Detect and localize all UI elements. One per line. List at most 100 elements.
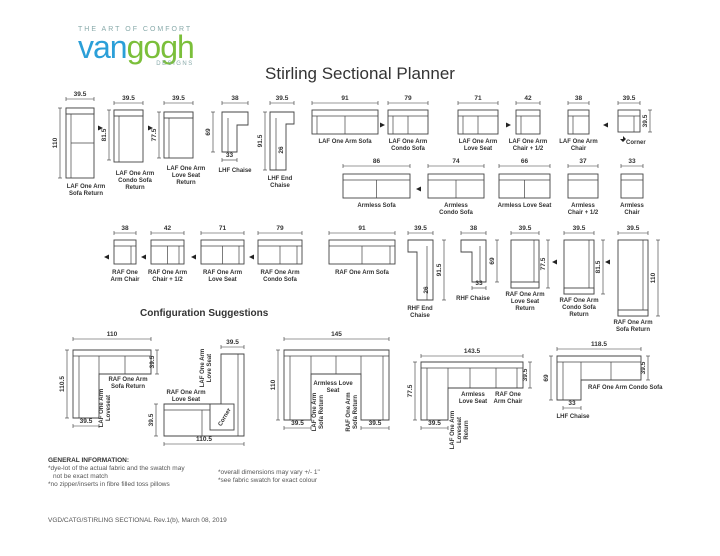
label-raf-one-arm-love-seat: Love Seat (208, 277, 236, 283)
label-config-4-laf: LAF One Arm (450, 411, 456, 449)
label-config-2-laf: LAF One Arm (200, 349, 206, 387)
config-4-outline (420, 361, 524, 421)
label-armless-chair: Armless (620, 203, 644, 209)
dimension-value: 91.5 (257, 134, 264, 147)
label-armless-chair-1-2: Chair + 1/2 (568, 210, 599, 216)
label-config-4-laf: Return (464, 420, 470, 440)
logo-word-van: van (78, 29, 128, 65)
label-config-3-armless-loveseat: Seat (327, 388, 340, 394)
dimension-value: 69 (489, 257, 496, 265)
label-raf-one-arm-chair: Arm Chair (110, 277, 140, 283)
sofa-outline (515, 109, 541, 135)
label-armless-condo-sofa: Armless (444, 203, 468, 209)
corner-outline (209, 403, 235, 431)
dimension-value: 39.5 (640, 361, 647, 374)
label-config-5-raf: RAF One Arm Condo Sofa (588, 385, 663, 391)
dimension-value: 33 (568, 400, 576, 407)
dimension-value: 118.5 (591, 341, 607, 348)
label-config-3-raf: Sofa Return (353, 395, 359, 429)
dimension-value: 69 (205, 128, 212, 136)
general-note-5: *see fabric swatch for exact colour (218, 477, 317, 484)
label-lhf-end-chaise: Chaise (270, 183, 290, 189)
label-laf-one-arm: LAF One Arm (389, 139, 427, 145)
dimension-value: 77.5 (407, 384, 414, 397)
label-rhf-end-chaise: Chaise (410, 313, 430, 319)
label-armless-condo-sofa: Condo Sofa (439, 210, 473, 216)
dimension-value: 39.5 (573, 225, 586, 232)
label-laf-one-arm: LAF One Arm (459, 139, 497, 145)
label-lhf-chaise: LHF Chaise (218, 168, 252, 174)
dimension-value: 38 (121, 225, 129, 232)
dimension-value: 39.5 (291, 420, 304, 427)
label-config-3-armless-loveseat: Armless Love (313, 381, 353, 387)
label-laf-one-arm: Chair (571, 146, 587, 152)
dimension-value: 39.5 (414, 225, 427, 232)
label-raf-one-arm-condo-sofa: RAF One Arm (260, 270, 299, 276)
dimension-value: 91.5 (436, 263, 443, 276)
sofa-return-outline (563, 239, 595, 295)
arrow-icon (148, 125, 153, 131)
page-title: Stirling Sectional Planner (265, 64, 455, 83)
label-laf-one-arm: Chair + 1/2 (513, 146, 544, 152)
label-raf-one-arm-sofa-return: RAF One Arm (613, 320, 652, 326)
chaise-outline (460, 239, 487, 283)
dimension-value: 39.5 (74, 91, 87, 98)
dimension-value: 69 (543, 374, 550, 382)
arrow-icon (605, 259, 610, 265)
label-rhf-chaise: RHF Chaise (456, 296, 490, 302)
dimension-value: 33 (226, 152, 234, 159)
config-title: Configuration Suggestions (140, 308, 269, 319)
label-laf-condo-return: LAF One Arm (116, 171, 154, 177)
dimension-value: 81.5 (595, 260, 602, 273)
label-config-4-raf: Arm Chair (493, 399, 523, 405)
label-config-2-laf: Love Seat (207, 354, 213, 382)
label-raf-one-arm-love-seat-return: RAF One Arm (505, 292, 544, 298)
dimension-value: 39.5 (122, 95, 135, 102)
logo-word-gogh: gogh (126, 29, 195, 65)
label-laf-one-arm-sofa-return: LAF One Arm (67, 184, 105, 190)
sofa-return-outline (617, 239, 649, 317)
general-notes-right: *overall dimensions may vary +/- 1" *see… (218, 469, 320, 485)
label-armless-love-seat: Armless Love Seat (498, 203, 552, 209)
arrow-icon (380, 122, 385, 128)
general-information: GENERAL INFORMATION: *dye-lot of the act… (48, 457, 185, 489)
armless-outline (567, 173, 599, 199)
general-note-4: *overall dimensions may vary +/- 1" (218, 469, 320, 476)
label-config-3-laf: LAF One Arm (312, 393, 318, 431)
label-config-2-raf: Love Seat (172, 397, 200, 403)
label-raf-one-arm-condo-sofa: Condo Sofa (263, 277, 297, 283)
sofa-return-outline (113, 109, 144, 163)
dimension-value: 42 (524, 95, 532, 102)
general-note-3: *no zipper/inserts in fibre filled toss … (48, 481, 170, 488)
general-heading: GENERAL INFORMATION: (48, 457, 130, 464)
arrow-icon (416, 186, 421, 192)
label-config-4-armless: Armless (461, 392, 485, 398)
label-raf-one-arm-condo-sofa-return: Condo Sofa (562, 305, 596, 311)
label-laf-one-arm: Love Seat (464, 146, 492, 152)
label-raf-one-arm-chair-1-2: RAF One Arm (148, 270, 187, 276)
dimension-value: 66 (521, 158, 529, 165)
label-raf-one-arm-condo-sofa-return: Return (569, 312, 589, 318)
general-note-2: not be exact match (53, 473, 108, 480)
arrow-icon (191, 254, 196, 260)
dimension-value: 39.5 (519, 225, 532, 232)
dimension-value: 26 (278, 146, 285, 154)
label-config-1-sofa-return: RAF One Arm (108, 377, 147, 383)
dimension-value: 91 (341, 95, 349, 102)
label-laf-one-arm-sofa: LAF One Arm Sofa (318, 139, 372, 145)
label-laf-condo-return: Condo Sofa (118, 178, 152, 184)
label-config-5-chaise: LHF Chaise (556, 414, 590, 420)
dimension-value: 39.5 (642, 114, 649, 127)
arrow-icon (98, 125, 103, 131)
dimension-value: 38 (470, 225, 478, 232)
label-raf-one-arm-condo-sofa-return: RAF One Arm (559, 298, 598, 304)
config-5-outline (556, 355, 642, 401)
label-raf-one-arm-sofa: RAF One Arm Sofa (335, 270, 389, 276)
armless-outline (620, 173, 644, 199)
label-lhf-end-chaise: LHF End (268, 176, 293, 182)
corner-arrow-icon (620, 136, 626, 142)
arm-outline (510, 281, 540, 289)
label-config-3-laf: Sofa Return (319, 395, 325, 429)
sofa-return-outline (163, 111, 194, 159)
